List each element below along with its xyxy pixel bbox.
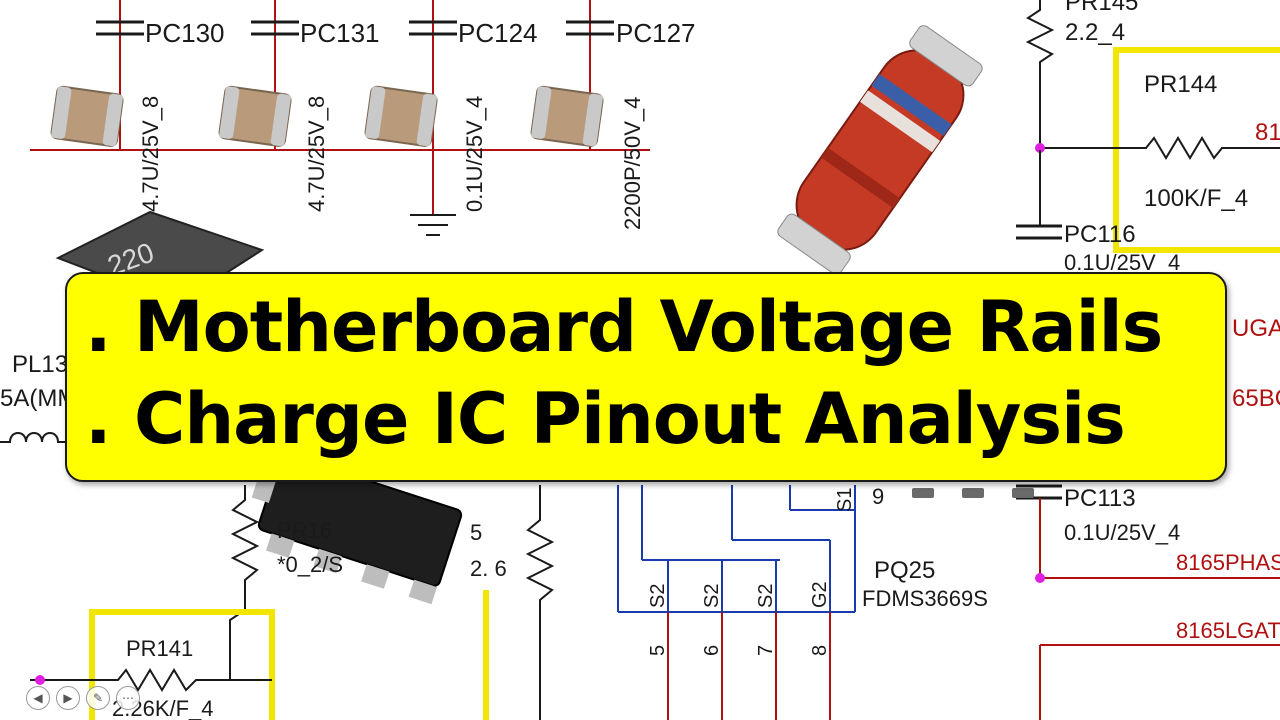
pc113-value: 0.1U/25V_4 <box>1064 520 1180 545</box>
junction-dot <box>1035 143 1045 153</box>
net-8165phase-label: 8165PHASE <box>1176 550 1280 575</box>
pr144-label: PR144 <box>1144 71 1217 98</box>
net-65bo-label: 65BO <box>1232 385 1280 412</box>
pc130-value: 4.7U/25V_8 <box>138 96 163 212</box>
title-banner: . Motherboard Voltage Rails . Charge IC … <box>65 272 1227 482</box>
banner-line-voltage-rails: . Motherboard Voltage Rails <box>85 286 1163 368</box>
pin-6: 6 <box>701 645 723 656</box>
pin-5: 5 <box>647 645 669 656</box>
pr144-value: 100K/F_4 <box>1144 185 1248 212</box>
net-8165lgat-label: 8165LGAT <box>1176 618 1280 643</box>
pin-s1: S1 <box>834 488 856 512</box>
pq25-value: FDMS3669S <box>862 586 988 611</box>
pin-9: 9 <box>872 484 884 509</box>
pin-8: 8 <box>809 645 831 656</box>
pl13-value: 5A(MM <box>0 385 77 412</box>
pc124-value: 0.1U/25V_4 <box>462 96 487 212</box>
pr145-label: PR145 <box>1065 0 1138 16</box>
pr141-highlight <box>89 609 275 720</box>
pin-g2: G2 <box>809 581 831 608</box>
pc116-label: PC116 <box>1064 221 1136 248</box>
pc127-label: PC127 <box>616 18 696 48</box>
net-uga-label: UGA <box>1232 315 1280 342</box>
next-icon[interactable]: ▶ <box>56 686 80 710</box>
pin-s2-b: S2 <box>701 584 723 608</box>
more-icon[interactable]: ⋯ <box>116 686 140 710</box>
pin-s2-a: S2 <box>647 584 669 608</box>
smd-capacitor-photos <box>50 85 604 147</box>
pc124-label: PC124 <box>458 18 538 48</box>
pin-s2-c: S2 <box>755 584 777 608</box>
pq25-label: PQ25 <box>874 557 935 584</box>
pq25-pin-block <box>617 485 856 613</box>
pc116-value: 0.1U/25V_4 <box>1064 250 1180 275</box>
pr-mid-value: 2. 6 <box>470 556 507 581</box>
slide-controls: ◀ ▶ ✎ ⋯ <box>26 686 140 712</box>
pr144-highlight <box>1113 47 1280 253</box>
pr161-label: PR16 <box>277 518 332 543</box>
pr145-value: 2.2_4 <box>1065 19 1125 46</box>
pen-icon[interactable]: ✎ <box>86 686 110 710</box>
pin-7: 7 <box>755 645 777 656</box>
ground-icon <box>410 214 456 236</box>
pr161-value: *0_2/S <box>277 552 343 577</box>
inductor-symbol <box>0 432 65 443</box>
banner-line-charge-ic: . Charge IC Pinout Analysis <box>85 378 1126 460</box>
pc131-label: PC131 <box>300 18 380 48</box>
pr141-label: PR141 <box>126 636 193 661</box>
net-81-label: 81 <box>1255 119 1280 146</box>
pc127-value: 2200P/50V_4 <box>620 97 645 230</box>
pr-mid-label: 5 <box>470 520 482 545</box>
previous-icon[interactable]: ◀ <box>26 686 50 710</box>
zener-diode-photo <box>777 25 983 275</box>
pc130-label: PC130 <box>145 18 225 48</box>
pc113-label: PC113 <box>1064 485 1136 512</box>
pl13-label: PL13 <box>12 351 68 378</box>
pc131-value: 4.7U/25V_8 <box>304 96 329 212</box>
